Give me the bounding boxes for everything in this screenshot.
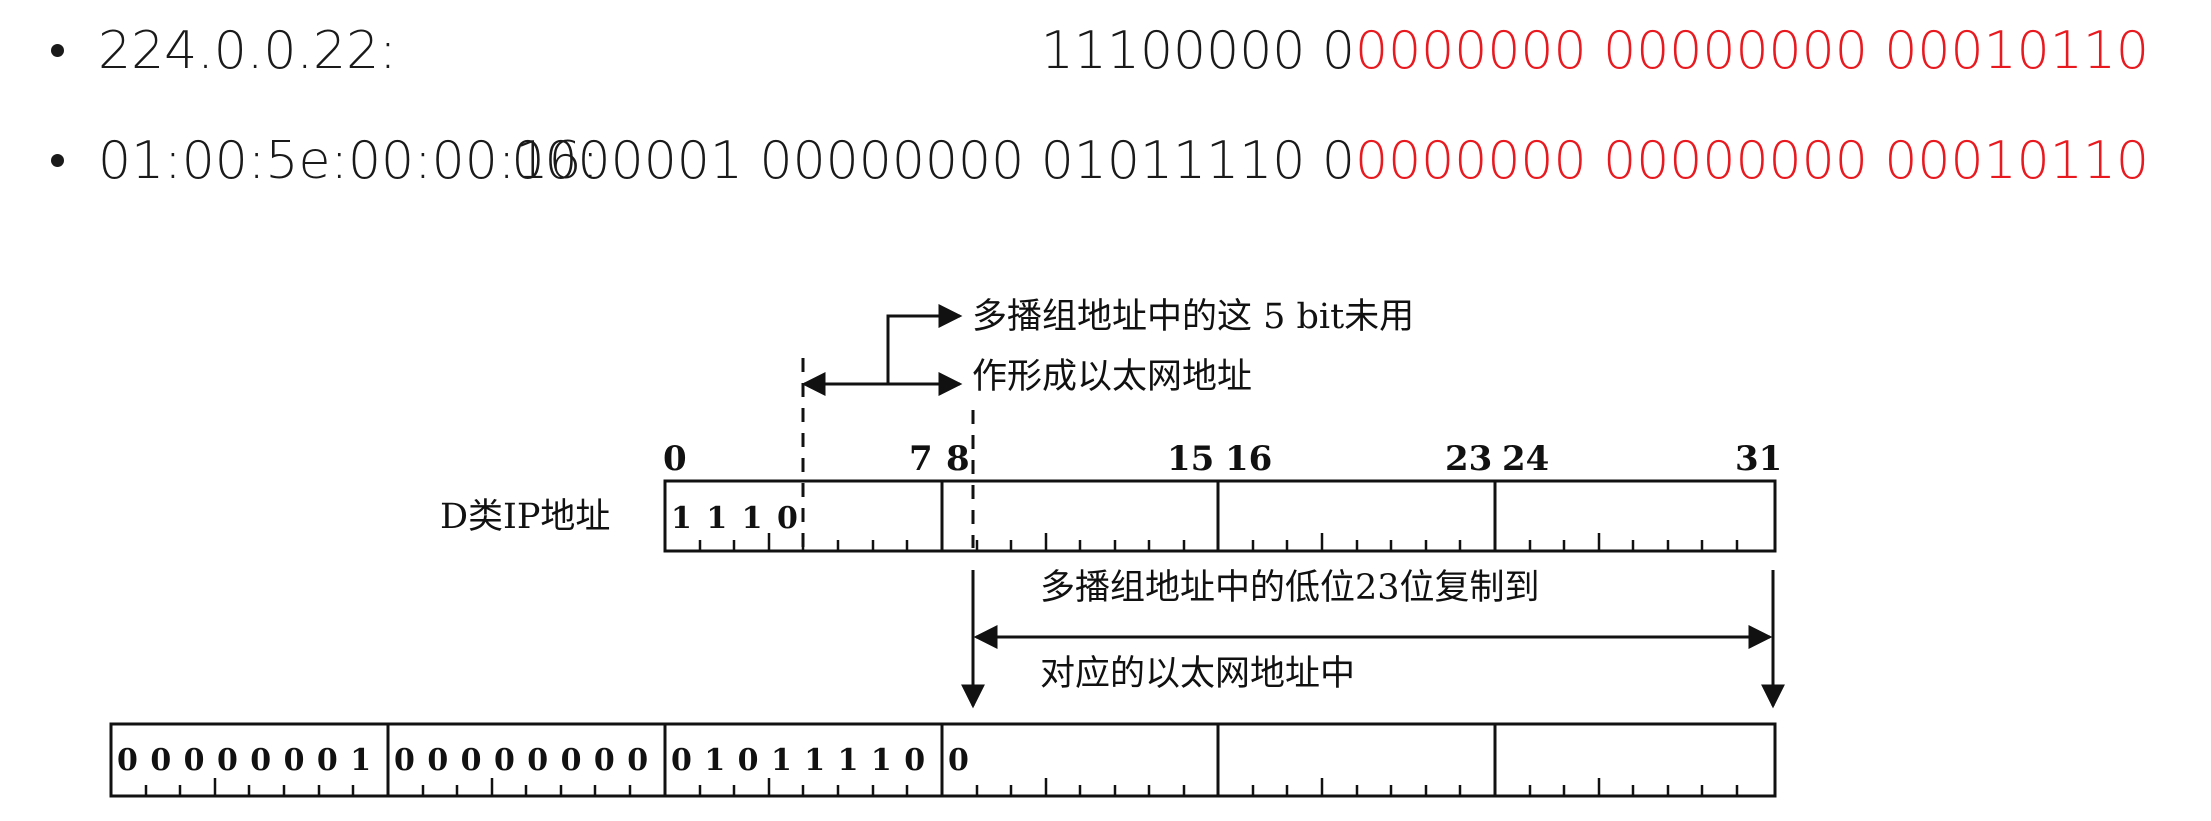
copy-bits-label-2: 对应的以太网地址中	[1040, 654, 1355, 694]
ip-address-label: 224.0.0.22:	[98, 21, 397, 81]
bullet-dot-2	[51, 154, 64, 167]
unused-bits-label-1: 多播组地址中的这 5 bit未用	[972, 297, 1414, 337]
mac-byte-3-bits: 0 1 0 1 1 1 1 0	[671, 743, 926, 778]
mac-address-bits: 0000001 00000000 01011110 00000000 00000…	[511, 135, 2149, 187]
bit-pos-8: 8	[946, 439, 970, 479]
bit-pos-31: 31	[1735, 439, 1782, 479]
bit-pos-7: 7	[909, 439, 933, 479]
ip-bits-prefix: 11100000 0	[1040, 21, 1355, 81]
class-d-ip-label: D类IP地址	[440, 497, 610, 537]
bit-pos-24: 24	[1502, 439, 1549, 479]
copy-bits-label-1: 多播组地址中的低位23位复制到	[1040, 568, 1540, 608]
mac-bits-low23: 0000000 00000000 00010110	[1355, 131, 2149, 191]
mac-byte-2-bits: 0 0 0 0 0 0 0 0	[394, 743, 649, 778]
dashed-guides	[801, 358, 975, 548]
ethernet-mac-box	[109, 722, 1777, 798]
copy-bits-arrows	[961, 570, 1785, 709]
class-d-prefix-bits: 1 1 1 0	[671, 501, 800, 536]
bit-position-labels: 0 7 8 15 16 23 24 31	[663, 439, 1782, 479]
unused-bits-arrow	[801, 304, 963, 396]
bit-pos-23: 23	[1445, 439, 1492, 479]
bit-pos-16: 16	[1225, 439, 1272, 479]
bit-pos-0: 0	[663, 439, 687, 479]
mac-bits-prefix: 0000001 00000000 01011110 0	[511, 131, 1355, 191]
bit-pos-15: 15	[1167, 439, 1214, 479]
bullet-dot-1	[51, 44, 64, 57]
unused-bits-label-2: 作形成以太网地址	[972, 357, 1252, 397]
mac-bit-25: 0	[948, 743, 969, 778]
ip-address-bits: 11100000 00000000 00000000 00010110	[1041, 25, 2149, 77]
mac-address-label: 01:00:5e:00:00:16:	[98, 131, 600, 191]
class-d-ip-box	[663, 479, 1777, 553]
ip-bits-low23: 0000000 00000000 00010110	[1355, 21, 2149, 81]
mac-byte-1-bits: 0 0 0 0 0 0 0 1	[117, 743, 372, 778]
